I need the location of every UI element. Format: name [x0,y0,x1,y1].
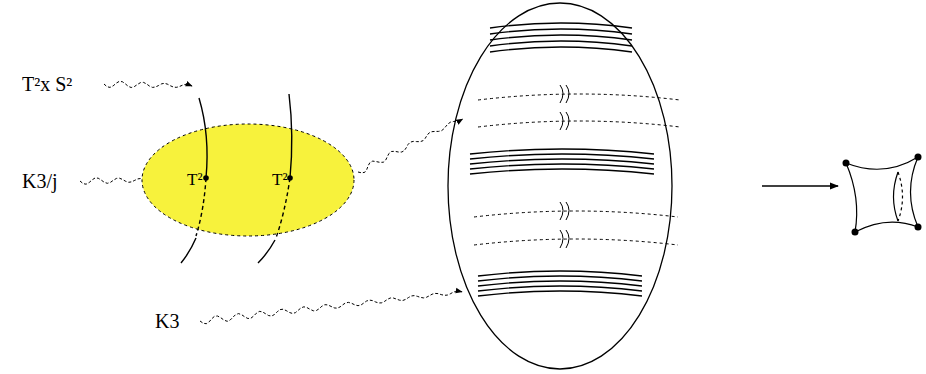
k3-fiber [478,286,642,291]
leader-arrow [200,291,462,324]
quotient-figure [843,154,922,236]
k3-fiber [478,271,642,276]
k3-fiber [490,41,632,46]
space-label: K3 [155,310,179,332]
fiber-bundles [470,23,680,296]
torus-label: T² [187,171,202,190]
singular-fiber [474,239,678,245]
k3-fiber [478,291,642,296]
k3-fiber [470,169,654,174]
fiber-point [203,175,209,181]
k3-fiber [490,29,632,34]
space-label: T²x S² [22,73,72,95]
k3-fiber [470,149,654,154]
fiber-mark [560,202,563,220]
torus-fibers [181,94,292,263]
k3-fiber [470,164,654,169]
leader-arrows [80,81,463,323]
singular-fiber [478,121,680,127]
fiber-point [287,175,293,181]
k3-fiber [478,281,642,286]
singular-fiber [474,211,678,217]
k3-fiber [490,23,632,28]
singular-fiber [478,94,680,100]
fiber-mark [566,85,569,103]
region-ellipse [142,124,354,236]
fiber-mark [566,230,569,248]
base-ellipse [448,3,672,369]
fiber-mark [560,112,563,130]
map-arrow [762,185,838,186]
leader-arrow [80,178,150,184]
leader-arrow [358,119,463,173]
base-region: T² T² [141,123,355,237]
k3-fiber [490,47,632,52]
k3-fiber [470,154,654,159]
fiber-mark [566,112,569,130]
leader-arrow [104,81,192,87]
k3-fiber [478,276,642,281]
k3-fiber [490,35,632,40]
fiber-mark [566,202,569,220]
fiber-mark [560,85,563,103]
space-label: K3/j [22,170,58,192]
region-outline [141,123,355,237]
k3-fiber [470,159,654,164]
torus-label: T² [272,171,287,190]
fiber-mark [560,230,563,248]
